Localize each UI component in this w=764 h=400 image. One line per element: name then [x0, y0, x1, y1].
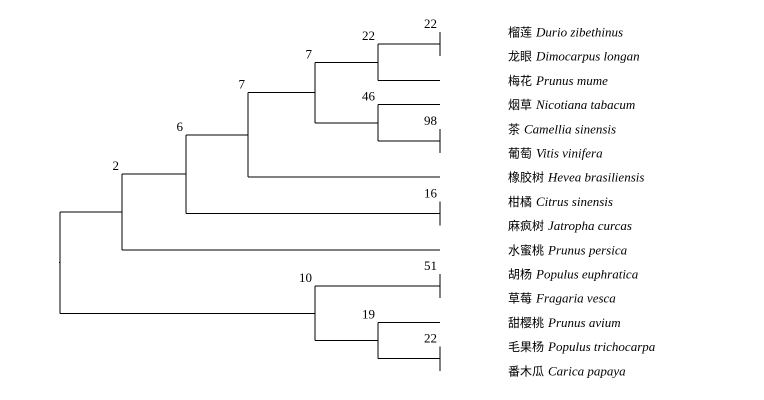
taxon-common-name: 水蜜桃: [508, 242, 544, 257]
taxon-common-name: 麻疯树: [508, 218, 544, 233]
support-value: 46: [362, 89, 376, 104]
taxon-common-name: 番木瓜: [508, 364, 544, 378]
support-value: 22: [424, 16, 437, 31]
tree-branches: [59, 32, 441, 371]
support-value: 51: [424, 258, 437, 273]
taxon-common-name: 柑橘: [508, 194, 532, 209]
support-value: 7: [239, 77, 246, 92]
support-value: 16: [424, 185, 438, 200]
taxon-label: 茶 Camellia sinensis: [508, 121, 616, 136]
support-value: 7: [306, 46, 313, 61]
support-value: 19: [362, 306, 375, 321]
taxon-scientific-name: Jatropha curcas: [548, 218, 632, 233]
taxon-scientific-name: Carica papaya: [548, 363, 626, 378]
taxon-label: 葡萄 Vitis vinifera: [508, 146, 603, 161]
taxon-scientific-name: Prunus mume: [535, 73, 608, 88]
taxon-scientific-name: Prunus avium: [547, 315, 621, 330]
taxon-scientific-name: Dimocarpus longan: [535, 49, 640, 64]
taxon-scientific-name: Fragaria vesca: [535, 291, 616, 306]
taxon-scientific-name: Hevea brasiliensis: [547, 170, 644, 185]
taxon-label: 番木瓜 Carica papaya: [508, 363, 626, 378]
taxon-scientific-name: Nicotiana tabacum: [535, 97, 635, 112]
support-value: 10: [299, 270, 312, 285]
taxon-label: 柑橘 Citrus sinensis: [508, 194, 613, 209]
taxon-common-name: 胡杨: [508, 267, 532, 282]
taxon-common-name: 甜樱桃: [508, 315, 544, 330]
taxon-scientific-name: Citrus sinensis: [536, 194, 613, 209]
taxon-common-name: 榴莲: [508, 26, 532, 40]
taxon-common-name: 毛果杨: [508, 339, 544, 354]
taxon-scientific-name: Vitis vinifera: [536, 146, 603, 161]
support-value: 98: [424, 113, 437, 128]
support-values: 2 6 7 7 22 22 46 98 16 10 51 19 22: [113, 16, 438, 346]
taxon-common-name: 橡胶树: [508, 170, 544, 185]
taxon-scientific-name: Durio zibethinus: [535, 25, 623, 40]
taxon-scientific-name: Populus euphratica: [535, 267, 639, 282]
taxon-common-name: 茶: [508, 121, 520, 136]
taxon-scientific-name: Populus trichocarpa: [547, 339, 656, 354]
taxon-label: 麻疯树 Jatropha curcas: [508, 218, 632, 233]
support-value: 6: [177, 119, 184, 134]
support-value: 22: [362, 28, 375, 43]
taxon-common-name: 草莓: [508, 292, 532, 306]
taxon-scientific-name: Camellia sinensis: [524, 121, 616, 136]
taxon-common-name: 龙眼: [508, 50, 532, 64]
taxon-common-name: 烟草: [508, 98, 532, 112]
taxon-common-name: 葡萄: [508, 147, 532, 161]
support-value: 2: [113, 158, 120, 173]
taxon-common-name: 梅花: [508, 73, 532, 88]
taxon-scientific-name: Prunus persica: [547, 242, 628, 257]
support-value: 22: [424, 331, 437, 346]
